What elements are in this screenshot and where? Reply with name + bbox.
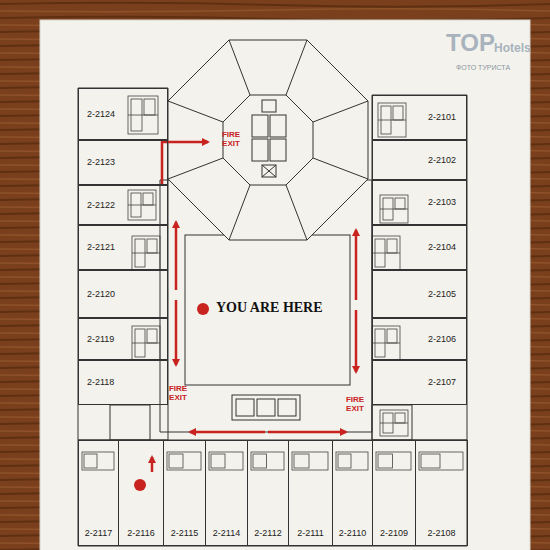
fixture bbox=[395, 198, 405, 209]
room-number: 2-2115 bbox=[171, 529, 198, 538]
room-number: 2-2110 bbox=[339, 529, 366, 538]
fixture bbox=[419, 452, 463, 470]
hotel-room: 2-2121 bbox=[78, 225, 168, 270]
fixture bbox=[292, 452, 328, 470]
fixture bbox=[294, 454, 309, 468]
room-fixtures bbox=[82, 96, 463, 470]
room-number: 2-2120 bbox=[87, 290, 115, 299]
hotel-room: 2-2102 bbox=[372, 140, 467, 180]
hotel-room: 2-2107 bbox=[372, 360, 467, 405]
fixture bbox=[169, 454, 183, 468]
fire-exit-label: FIRE EXIT bbox=[216, 131, 246, 149]
room-number: 2-2117 bbox=[85, 529, 112, 538]
room-number: 2-2105 bbox=[428, 290, 456, 299]
fixture bbox=[128, 190, 156, 220]
hotel-room: 2-2108 bbox=[415, 440, 468, 546]
hotel-room: 2-2118 bbox=[78, 360, 168, 405]
fixture bbox=[421, 454, 440, 468]
room-number: 2-2112 bbox=[254, 529, 281, 538]
hotel-room: 2-2122 bbox=[78, 185, 168, 225]
room-number: 2-2108 bbox=[427, 529, 455, 538]
room-number: 2-2119 bbox=[87, 335, 114, 344]
room-number: 2-2114 bbox=[213, 529, 240, 538]
fixture bbox=[253, 454, 267, 468]
hotel-room: 2-2116 bbox=[118, 440, 164, 546]
hotel-room: 2-2123 bbox=[78, 140, 168, 185]
fixture bbox=[143, 193, 153, 205]
fixture bbox=[376, 452, 411, 470]
fixture bbox=[82, 452, 114, 470]
fixture bbox=[387, 329, 397, 343]
fixture bbox=[144, 99, 155, 115]
fixture bbox=[132, 236, 160, 270]
room-number: 2-2102 bbox=[428, 156, 456, 165]
fixture bbox=[387, 239, 397, 253]
fixture bbox=[378, 103, 406, 137]
fixture bbox=[211, 454, 225, 468]
fixture bbox=[380, 410, 408, 436]
fixture bbox=[209, 452, 243, 470]
room-number: 2-2104 bbox=[428, 243, 456, 252]
room-number: 2-2111 bbox=[297, 529, 324, 538]
sign-board bbox=[40, 20, 530, 550]
hotel-room: 2-2101 bbox=[372, 95, 467, 140]
fixture bbox=[372, 326, 400, 360]
room-number: 2-2123 bbox=[87, 158, 115, 167]
watermark: TOP bbox=[446, 30, 495, 56]
hotel-room: 2-2110 bbox=[332, 440, 373, 546]
room-number: 2-2118 bbox=[87, 378, 114, 387]
hotel-room: 2-2103 bbox=[372, 180, 467, 225]
fixture bbox=[380, 195, 408, 223]
hotel-room: 2-2120 bbox=[78, 270, 168, 318]
room-number: 2-2109 bbox=[380, 529, 408, 538]
watermark: ФОТО ТУРИСТА bbox=[456, 64, 510, 72]
hotel-room: 2-2119 bbox=[78, 318, 168, 360]
you-are-here-label: YOU ARE HERE bbox=[216, 300, 323, 315]
fixture bbox=[393, 106, 403, 120]
fixture bbox=[251, 452, 284, 470]
room-number: 2-2124 bbox=[87, 110, 115, 119]
you-are-here-dot bbox=[197, 303, 209, 315]
fixture bbox=[132, 326, 160, 360]
fixture bbox=[128, 96, 158, 134]
hotel-room: 2-2104 bbox=[372, 225, 467, 270]
fixture bbox=[147, 239, 157, 253]
hotel-room: 2-2124 bbox=[78, 88, 168, 140]
fixture bbox=[167, 452, 201, 470]
fixture bbox=[84, 454, 97, 468]
fixture bbox=[395, 413, 405, 423]
hotel-room: 2-2117 bbox=[78, 440, 119, 546]
hotel-room: 2-2111 bbox=[288, 440, 333, 546]
room-number: 2-2121 bbox=[87, 243, 115, 252]
hotel-room: 2-2105 bbox=[372, 270, 467, 318]
fixture bbox=[336, 452, 368, 470]
room-number: 2-2106 bbox=[428, 335, 456, 344]
fixture bbox=[378, 454, 393, 468]
hotel-room: 2-2115 bbox=[163, 440, 206, 546]
fire-exit-label: FIRE EXIT bbox=[163, 385, 193, 403]
watermark: Hotels bbox=[494, 42, 531, 55]
room-number: 2-2116 bbox=[127, 529, 154, 538]
room-number: 2-2101 bbox=[428, 113, 456, 122]
fire-exit-label: FIRE EXIT bbox=[340, 396, 370, 414]
fixture bbox=[372, 236, 400, 270]
room-number: 2-2107 bbox=[428, 378, 456, 387]
hotel-room: 2-2114 bbox=[205, 440, 248, 546]
evacuation-arrows bbox=[152, 142, 356, 472]
hotel-room: 2-2109 bbox=[372, 440, 416, 546]
hotel-room: 2-2112 bbox=[247, 440, 289, 546]
room-number: 2-2122 bbox=[87, 201, 115, 210]
fixture bbox=[338, 454, 351, 468]
building-outline bbox=[78, 40, 467, 546]
fixture bbox=[147, 329, 157, 343]
you-are-here-dot bbox=[134, 479, 146, 491]
room-number: 2-2103 bbox=[428, 198, 456, 207]
hotel-room: 2-2106 bbox=[372, 318, 467, 360]
